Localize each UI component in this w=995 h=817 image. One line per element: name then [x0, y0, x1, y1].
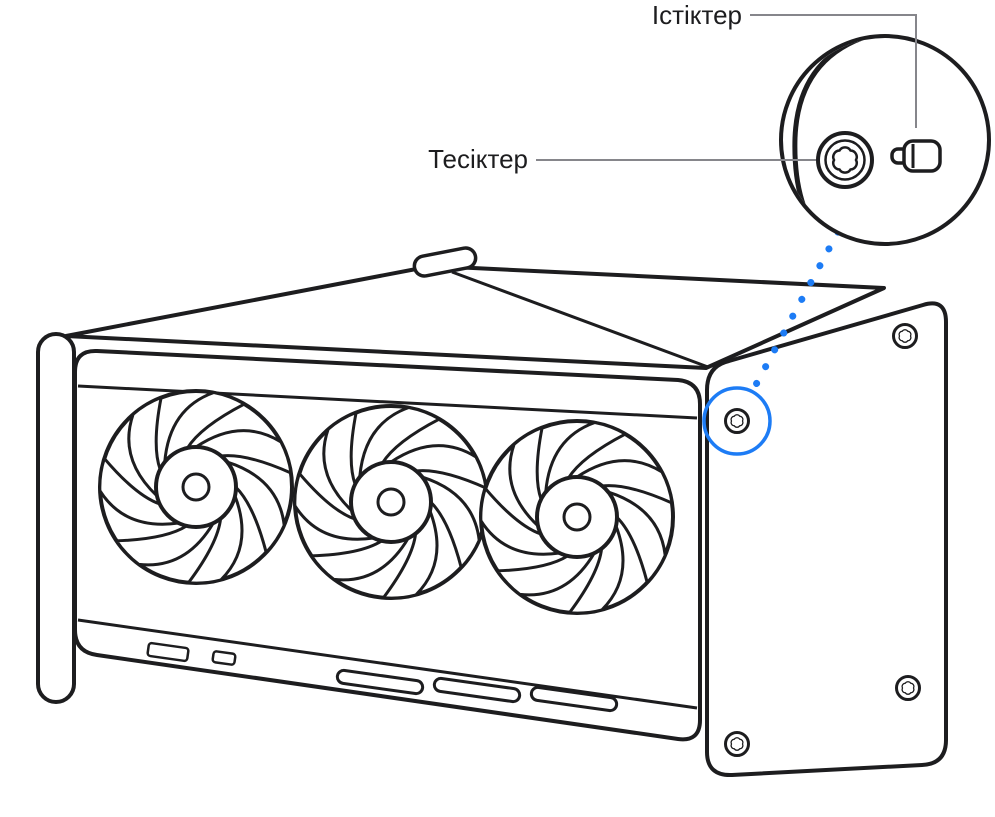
top-surface	[64, 264, 886, 370]
top-seam-line	[451, 270, 709, 369]
panel-screw-highlighted	[726, 410, 749, 433]
side-panel	[705, 301, 948, 778]
vent-slot-1	[335, 668, 425, 696]
vent-slot-2	[432, 676, 522, 704]
panel-screw-bottom-left	[726, 733, 749, 756]
panel-screw-top-right	[894, 325, 917, 348]
screw-highlight-ring	[702, 386, 772, 456]
mac-pro-body	[36, 246, 948, 778]
magnified-screw-hole	[816, 131, 874, 189]
bottom-slab-edge	[77, 618, 698, 710]
vent-slot-3	[529, 685, 619, 713]
port-cutout-1	[146, 641, 190, 663]
top-handle	[412, 246, 478, 278]
panel-screw-bottom-right	[897, 677, 920, 700]
dotted-leader-line	[748, 228, 842, 396]
magnifier-circle	[779, 34, 991, 246]
holes-label: Тесіктер	[428, 144, 528, 174]
pins-label: Істіктер	[652, 0, 742, 30]
magnified-pin	[890, 139, 942, 173]
left-handle	[36, 332, 76, 704]
annotations: Істіктер Тесіктер	[428, 0, 917, 174]
pins-leader-line	[750, 14, 917, 128]
port-cutout-2	[211, 650, 237, 666]
